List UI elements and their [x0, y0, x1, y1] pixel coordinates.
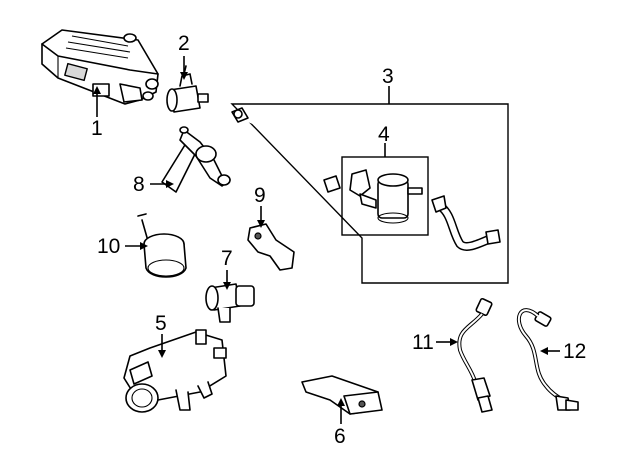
part-6-bracket[interactable]: [301, 375, 383, 415]
callout-11[interactable]: 11: [412, 331, 434, 354]
part-10-vacuum-actuator[interactable]: [137, 213, 187, 278]
part-2-purge-solenoid[interactable]: [166, 65, 209, 113]
callout-6[interactable]: 6: [334, 425, 346, 448]
part-7-sensor[interactable]: [205, 283, 255, 323]
callout-2[interactable]: 2: [178, 32, 190, 55]
part-11-oxygen-sensor[interactable]: [457, 297, 493, 413]
part-4-filter[interactable]: [349, 169, 423, 224]
part-12-oxygen-sensor[interactable]: [516, 308, 579, 411]
part-5-pump-assembly[interactable]: [123, 329, 227, 413]
callout-8[interactable]: 8: [133, 173, 145, 196]
part-3-hose-right[interactable]: [431, 195, 501, 251]
part-8-valve-bracket[interactable]: [161, 126, 231, 193]
callout-1[interactable]: 1: [91, 117, 103, 140]
leader-lines: [93, 56, 560, 424]
callout-7[interactable]: 7: [221, 247, 233, 270]
callout-9[interactable]: 9: [254, 184, 266, 207]
callout-12[interactable]: 12: [563, 340, 587, 363]
callout-3[interactable]: 3: [382, 65, 394, 88]
callout-4[interactable]: 4: [378, 123, 390, 146]
part-3-assembly-box: [230, 103, 509, 284]
part-9-bracket[interactable]: [247, 223, 295, 271]
callout-5[interactable]: 5: [155, 312, 167, 335]
callout-10[interactable]: 10: [97, 235, 121, 258]
part-3-hose-left[interactable]: [231, 107, 341, 193]
